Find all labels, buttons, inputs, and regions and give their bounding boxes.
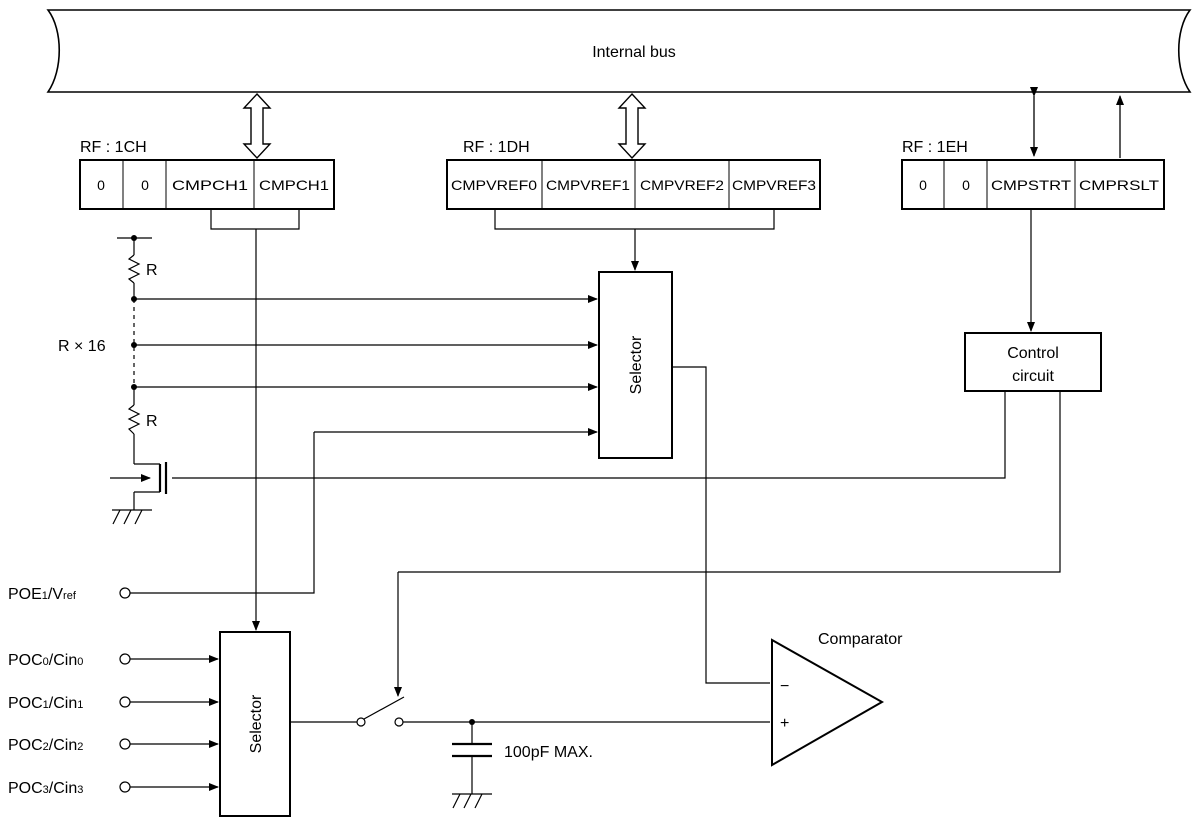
- selector-lower: Selector: [219, 631, 291, 817]
- register-1ch-bit1: CMPCH1: [172, 177, 248, 193]
- internal-bus: Internal bus: [46, 9, 1192, 93]
- switch: [356, 696, 405, 727]
- register-1dh: RF : 1DH CMPVREF0 CMPVREF1 CMPVREF2 CMPV…: [446, 139, 821, 210]
- pin-poc1-cin1: POC1/Cin1: [8, 695, 83, 712]
- pin-poe-vref: POE1/Vref: [8, 586, 77, 603]
- register-1ch-bit0: CMPCH1: [259, 177, 329, 193]
- register-1dh-address: RF : 1DH: [463, 139, 530, 156]
- register-1ch-bit3: 0: [97, 177, 105, 193]
- selector-upper: Selector: [598, 271, 673, 459]
- register-1eh-bit1: CMPSTRT: [991, 177, 1072, 193]
- register-1ch-address: RF : 1CH: [80, 139, 147, 156]
- register-1dh-bit1: CMPVREF2: [640, 177, 724, 193]
- register-1eh-address: RF : 1EH: [902, 139, 968, 156]
- capacitor-label: 100pF MAX.: [504, 744, 593, 761]
- pin-poc2-cin2: POC2/Cin2: [8, 737, 83, 754]
- register-1eh-bit3: 0: [919, 177, 927, 193]
- bus-double-arrow-1dh: [617, 92, 647, 160]
- selector-lower-label: Selector: [248, 694, 265, 753]
- comparator-plus-label: +: [780, 715, 789, 732]
- comparator-minus-label: −: [780, 678, 789, 695]
- bus-label: Internal bus: [592, 44, 676, 61]
- bus-arrows-1eh: [1030, 87, 1124, 158]
- ladder-dots: [131, 235, 475, 725]
- resistor-bottom: [127, 404, 141, 435]
- resistor-ladder: [110, 237, 168, 525]
- register-1dh-bit0: CMPVREF3: [732, 177, 816, 193]
- resistor-top: [127, 254, 141, 284]
- register-1eh: RF : 1EH 0 0 CMPSTRT CMPRSLT: [901, 139, 1165, 210]
- register-1ch-bit2: 0: [141, 177, 149, 193]
- pin-terminals: [119, 587, 147, 793]
- register-1eh-bit0: CMPRSLT: [1079, 177, 1160, 193]
- pin-poc3-cin3: POC3/Cin3: [8, 780, 83, 797]
- selector-upper-label: Selector: [628, 335, 645, 394]
- control-label-line1: Control: [1007, 345, 1059, 362]
- capacitor: [452, 722, 492, 809]
- control-label-line2: circuit: [1012, 368, 1054, 385]
- resistor-count-label: R × 16: [58, 338, 106, 355]
- bus-double-arrow-1ch: [242, 92, 272, 160]
- register-1ch: RF : 1CH 0 0 CMPCH1 CMPCH1: [79, 139, 335, 210]
- comparator-label: Comparator: [818, 631, 903, 648]
- register-1dh-bit2: CMPVREF1: [546, 177, 630, 193]
- register-1dh-bit3: CMPVREF0: [451, 177, 537, 193]
- control-circuit: Control circuit: [964, 332, 1102, 392]
- pin-poc0-cin0: POC0/Cin0: [8, 652, 83, 669]
- resistor-bottom-label: R: [146, 413, 158, 430]
- wires: [134, 209, 1061, 791]
- register-1eh-bit2: 0: [962, 177, 970, 193]
- resistor-top-label: R: [146, 262, 158, 279]
- comparator: Comparator − +: [771, 631, 903, 767]
